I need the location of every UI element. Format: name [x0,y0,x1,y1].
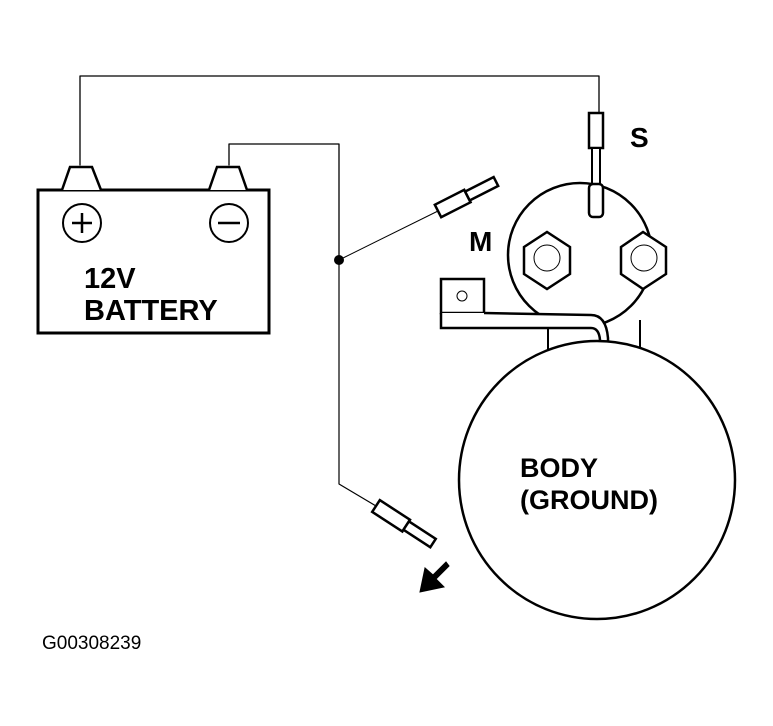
junction-dot [334,255,344,265]
battery-name-label: BATTERY [84,295,218,327]
test-lead-m-probe [433,175,500,219]
wire-junction-to-ground-lead [338,259,377,507]
terminal-s-label: S [630,122,649,153]
battery-terminal-negative [207,165,249,191]
direction-arrow-icon [419,561,450,593]
battery-terminal-positive [60,165,103,191]
figure-code: G00308239 [42,633,141,654]
terminal-s-connector [587,111,605,150]
body-label: BODY [520,453,598,483]
ground-label: (GROUND) [520,485,658,515]
wire-negative [228,143,340,261]
wire-positive-to-s [79,75,600,166]
terminal-m-label: M [469,226,492,257]
starter-body [457,339,737,621]
battery-voltage-label: 12V [84,263,136,295]
wire-junction-to-m-lead [338,210,439,261]
test-lead-ground-probe [370,498,438,549]
battery [36,165,271,335]
